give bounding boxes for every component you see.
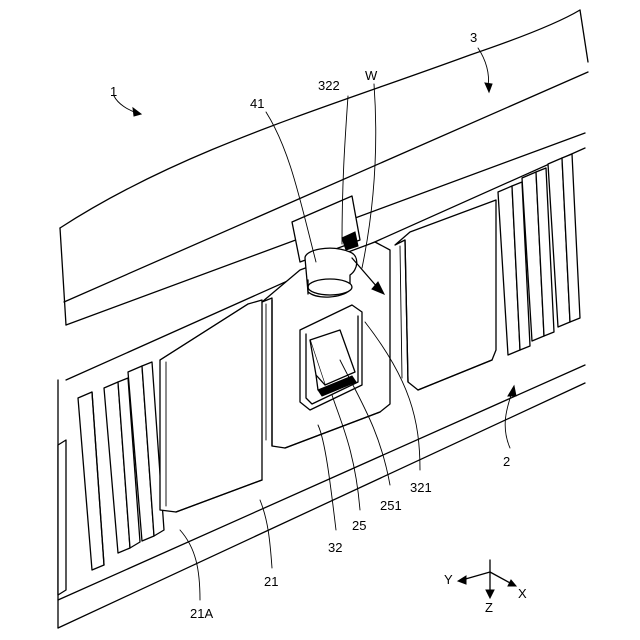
cover-right-edge [580, 10, 588, 62]
label-3: 3 [470, 30, 477, 45]
axis-label-x: X [518, 586, 527, 601]
right-window [395, 200, 496, 390]
label-21: 21 [264, 574, 278, 589]
label-21a: 21A [190, 606, 213, 621]
axis-indicator [458, 560, 516, 598]
label-25: 25 [352, 518, 366, 533]
label-2: 2 [503, 454, 510, 469]
label-1: 1 [110, 84, 117, 99]
label-w: W [365, 68, 378, 83]
cover-left-edge [60, 228, 66, 325]
label-32: 32 [328, 540, 342, 555]
label-41: 41 [250, 96, 264, 111]
axis-label-y: Y [444, 572, 453, 587]
label-322: 322 [318, 78, 340, 93]
label-251: 251 [380, 498, 402, 513]
right-fins [498, 154, 580, 355]
axis-label-z: Z [485, 600, 493, 615]
label-321: 321 [410, 480, 432, 495]
protrusion-41 [305, 248, 357, 297]
